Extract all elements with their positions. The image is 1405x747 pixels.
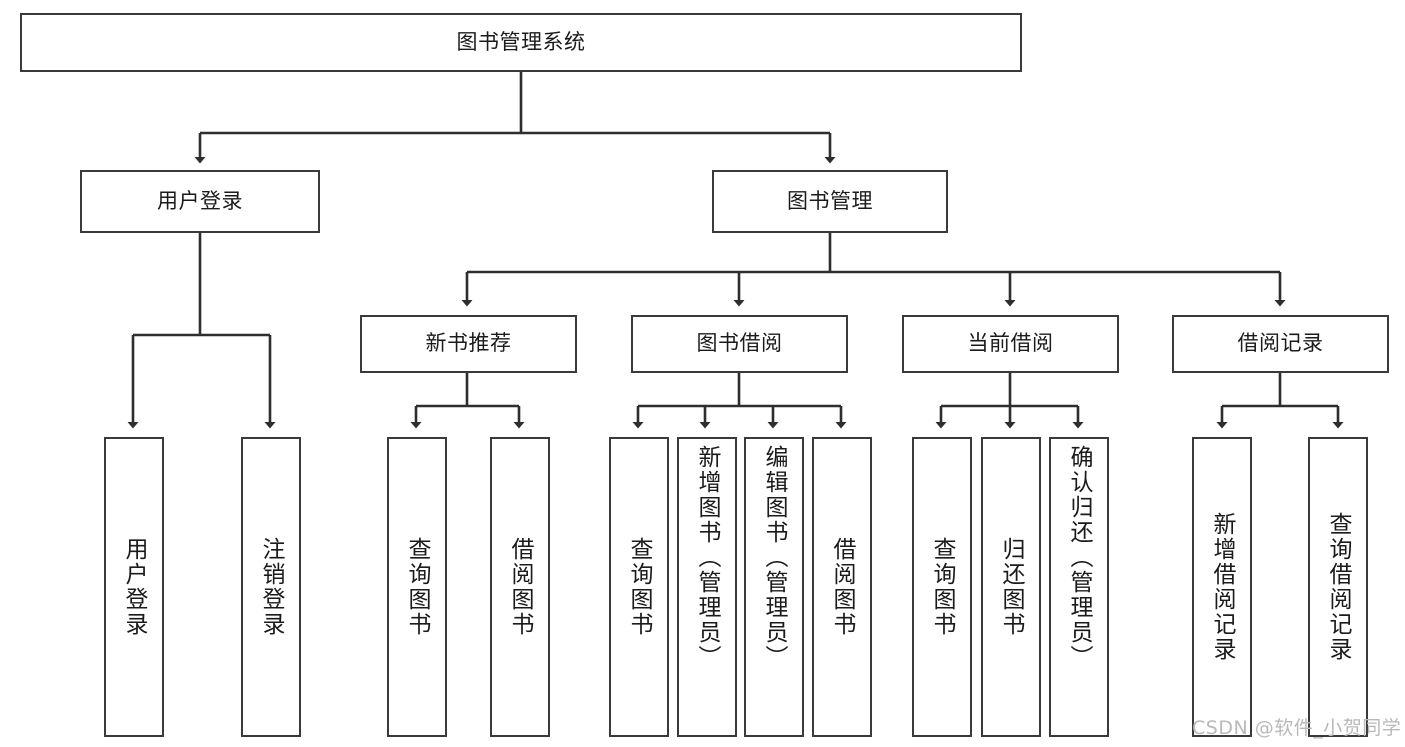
node-borrow-record[interactable]: 借阅记录 <box>1172 315 1389 373</box>
node-label: 新书推荐 <box>425 331 512 356</box>
leaf-query-borrow-record[interactable]: 查询借阅记录 <box>1308 437 1368 737</box>
node-label: 借阅图书 <box>829 537 856 637</box>
node-label: 用户登录 <box>121 537 148 637</box>
node-label: 图书管理系统 <box>456 29 586 54</box>
node-label: 查询图书 <box>404 537 431 637</box>
node-label: 新增借阅记录 <box>1209 512 1236 662</box>
node-new-book-recommend[interactable]: 新书推荐 <box>360 315 577 373</box>
node-label: 用户登录 <box>157 188 243 213</box>
node-label: 新增图书（管理员） <box>694 445 721 670</box>
node-label: 查询借阅记录 <box>1325 512 1352 662</box>
leaf-borrow-book-recommend[interactable]: 借阅图书 <box>490 437 550 737</box>
node-book-management[interactable]: 图书管理 <box>712 170 948 233</box>
leaf-return-book[interactable]: 归还图书 <box>981 437 1041 737</box>
node-label: 确认归还（管理员） <box>1066 445 1093 670</box>
leaf-add-borrow-record[interactable]: 新增借阅记录 <box>1192 437 1252 737</box>
leaf-user-login[interactable]: 用户登录 <box>104 437 164 737</box>
leaf-add-book-admin[interactable]: 新增图书（管理员） <box>677 437 737 737</box>
node-label: 注销登录 <box>258 537 285 637</box>
leaf-query-book-recommend[interactable]: 查询图书 <box>387 437 447 737</box>
node-label: 图书借阅 <box>696 331 783 356</box>
node-current-borrow[interactable]: 当前借阅 <box>902 315 1119 373</box>
node-label: 查询图书 <box>929 537 956 637</box>
leaf-confirm-return-admin[interactable]: 确认归还（管理员） <box>1049 437 1109 737</box>
node-label: 查询图书 <box>626 537 653 637</box>
node-label: 借阅记录 <box>1237 331 1324 356</box>
leaf-borrow-book[interactable]: 借阅图书 <box>812 437 872 737</box>
leaf-logout[interactable]: 注销登录 <box>241 437 301 737</box>
leaf-query-book-current[interactable]: 查询图书 <box>912 437 972 737</box>
node-label: 编辑图书（管理员） <box>761 445 788 670</box>
node-user-login[interactable]: 用户登录 <box>80 170 320 233</box>
node-label: 当前借阅 <box>967 331 1054 356</box>
csdn-watermark: CSDN @软件_小贺同学 <box>1192 717 1402 739</box>
node-label: 归还图书 <box>998 537 1025 637</box>
node-root-system[interactable]: 图书管理系统 <box>20 13 1022 72</box>
node-label: 图书管理 <box>787 188 873 213</box>
node-book-borrow[interactable]: 图书借阅 <box>631 315 848 373</box>
leaf-query-book-borrow[interactable]: 查询图书 <box>609 437 669 737</box>
node-label: 借阅图书 <box>507 537 534 637</box>
leaf-edit-book-admin[interactable]: 编辑图书（管理员） <box>744 437 804 737</box>
